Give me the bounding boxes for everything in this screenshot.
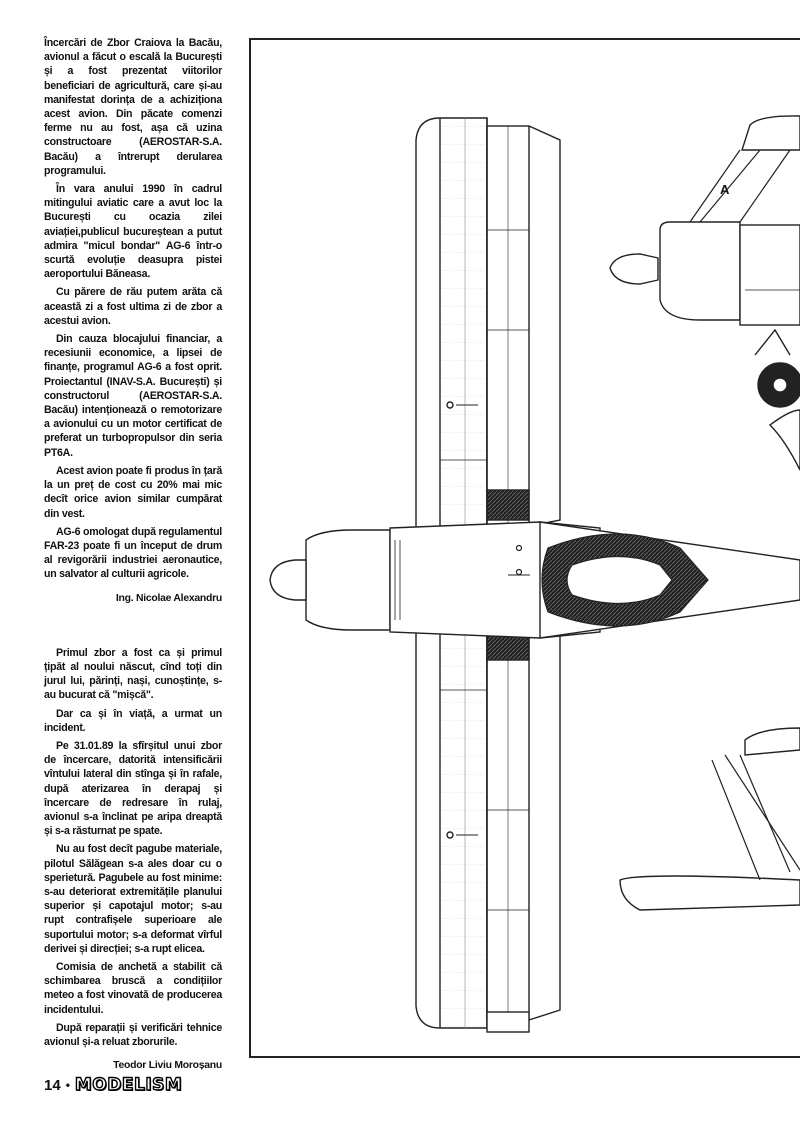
side-view-wing [619, 727, 800, 911]
drawing-frame [249, 38, 800, 1058]
fuselage [269, 521, 800, 639]
page-number: 14 [44, 1076, 61, 1094]
article-paragraph: Primul zbor a fost ca și primul țipăt al… [44, 646, 222, 702]
article-paragraph: După reparații și verificări tehnice avi… [44, 1021, 222, 1048]
article-paragraph: Pe 31.01.89 la sfîrșitul unui zbor de în… [44, 739, 222, 838]
author-signature: Ing. Nicolae Alexandru [115, 592, 222, 604]
article-paragraph: Dar ca și în viață, a urmat un incident. [44, 707, 222, 734]
footer-bullet: • [65, 1078, 70, 1092]
article-paragraph: Cu părere de rău putem arăta că această … [44, 286, 222, 327]
article-paragraph: Acest avion poate fi produs în țară la u… [44, 464, 222, 520]
article-paragraph: În vara anului 1990 în cadrul mitingului… [44, 183, 222, 281]
article-paragraph: Încercări de Zbor Craiova la Bacău, avio… [44, 37, 222, 177]
article-paragraph: AG-6 omologat după regulamentul FAR-23 p… [44, 525, 222, 581]
article-paragraph: Nu au fost decît pagube materiale, pilot… [44, 843, 222, 955]
cockpit-canopy [508, 533, 709, 627]
article-paragraph: Comisia de anchetă a stabilit că schimba… [44, 960, 222, 1016]
article-column: Încercări de Zbor Craiova la Bacău, avio… [44, 36, 222, 1073]
article-paragraph: Din cauza blocajului financiar, a recesi… [44, 333, 222, 459]
magazine-logo: MODELISM [74, 1074, 183, 1095]
author-signature: Teodor Liviu Moroșanu [113, 1060, 222, 1072]
front-view-a [609, 115, 800, 471]
page-footer: 14 • MODELISM [44, 1074, 183, 1096]
view-label-a: A [720, 182, 730, 197]
